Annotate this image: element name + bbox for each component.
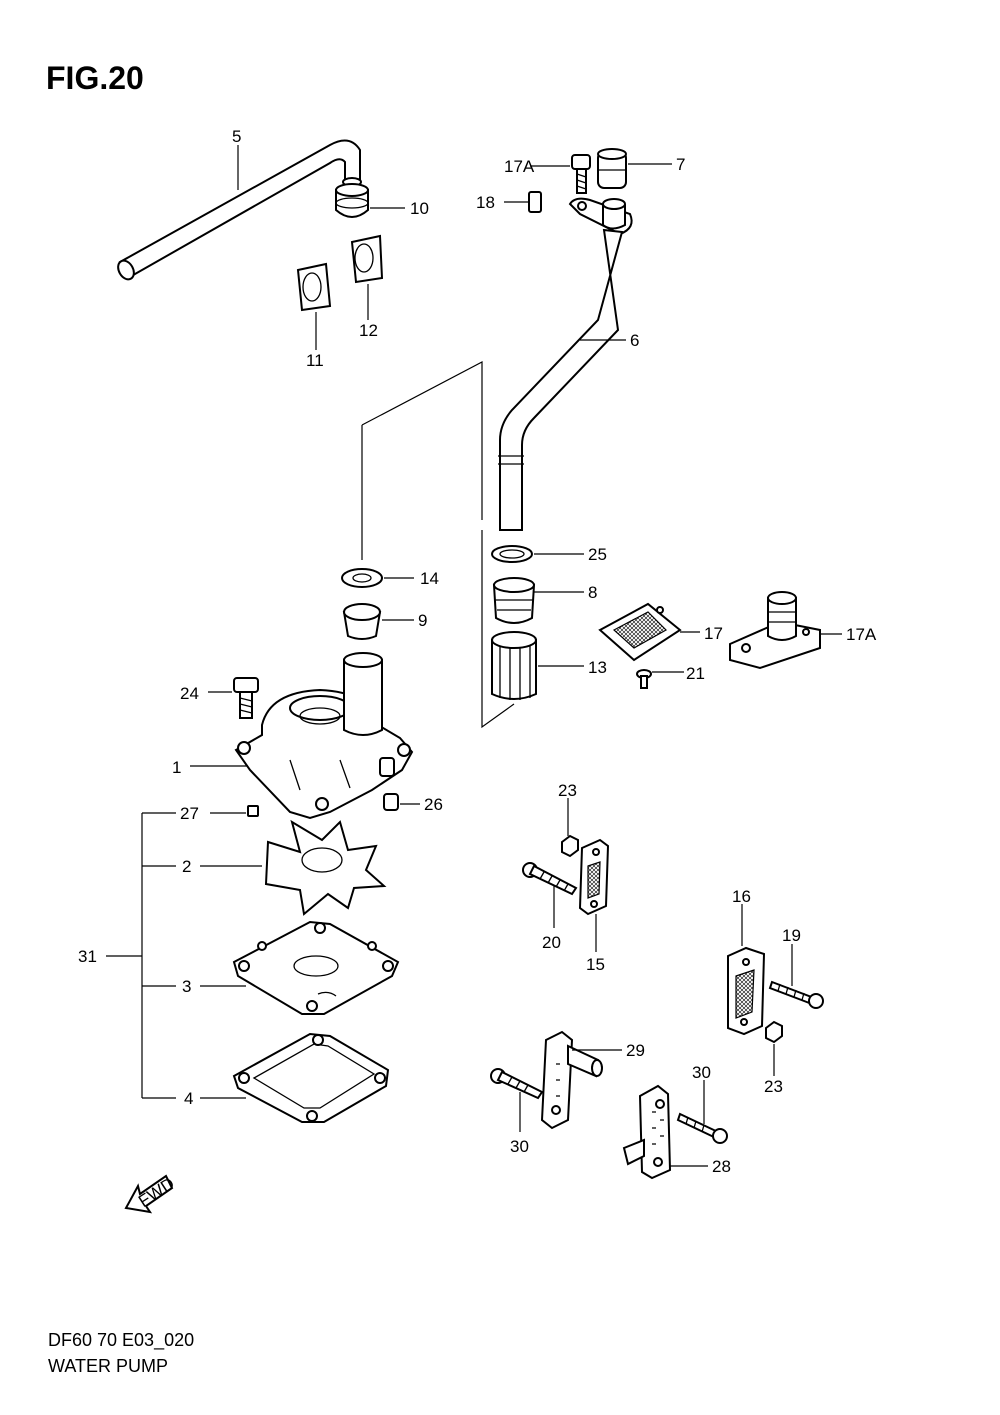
part-2-impeller — [264, 819, 387, 916]
callout-24: 24 — [180, 684, 199, 703]
part-30-screw-right — [676, 1112, 728, 1144]
callout-25: 25 — [588, 545, 607, 564]
fwd-arrow-icon: FWD — [124, 1174, 178, 1214]
part-30-screw-left — [490, 1068, 544, 1100]
part-12-clamp — [350, 234, 384, 284]
callout-22: 21 — [686, 664, 705, 683]
callout-29: 29 — [626, 1041, 645, 1060]
part-13-seal — [491, 631, 537, 700]
guide-line-14 — [361, 361, 483, 520]
callout-23-upper: 23 — [558, 781, 577, 800]
part-1-pump-case — [234, 652, 414, 820]
part-25-o-ring — [491, 545, 533, 563]
part-17a-cover — [729, 591, 821, 670]
callout-15: 15 — [586, 955, 605, 974]
part-17-plate — [598, 602, 682, 662]
callout-26: 26 — [424, 795, 443, 814]
callout-3: 3 — [182, 977, 191, 996]
part-6-water-tube — [498, 197, 633, 531]
callout-30-right: 30 — [692, 1063, 711, 1082]
part-29-anode — [540, 1030, 603, 1130]
callout-30-left: 30 — [510, 1137, 529, 1156]
callout-11: 11 — [306, 351, 324, 370]
callout-20: 19 — [782, 926, 801, 945]
callout-13: 13 — [588, 658, 607, 677]
part-9-seal — [342, 603, 382, 640]
callout-14: 14 — [420, 569, 439, 588]
callout-2: 2 — [182, 857, 191, 876]
part-23-nut-upper — [561, 834, 579, 858]
callout-31: 31 — [78, 947, 97, 966]
part-24-bolt — [233, 677, 259, 719]
part-15-anode — [578, 838, 610, 916]
callout-8: 8 — [588, 583, 597, 602]
part-28-anode — [622, 1084, 672, 1180]
part-18-bolt — [571, 154, 591, 194]
part-23-nut-lower — [765, 1020, 783, 1044]
callout-16: 16 — [732, 887, 751, 906]
part-27-key — [247, 805, 259, 817]
part-3-plate — [232, 920, 400, 1015]
part-19-pin — [528, 191, 542, 213]
part-11-clamp — [296, 262, 332, 312]
part-26-pin — [383, 793, 399, 811]
part-20-screw — [768, 980, 824, 1009]
callout-19: 18 — [476, 193, 495, 212]
callout-labels: 5 10 12 11 17A 7 18 6 25 8 13 14 9 17 21… — [78, 127, 877, 1176]
leader-lines — [106, 145, 842, 1167]
part-4-gasket — [232, 1032, 390, 1123]
part-10-grommet — [335, 183, 369, 218]
model-code: DF60 70 E03_020 — [48, 1330, 195, 1350]
callout-18: 17A — [504, 157, 535, 176]
callout-6: 6 — [630, 331, 639, 350]
callout-23-lower: 23 — [764, 1077, 783, 1096]
part-8-seal — [492, 577, 536, 624]
callout-7: 7 — [676, 155, 685, 174]
callout-17: 17 — [704, 624, 723, 643]
part-21-screw — [522, 862, 578, 896]
callout-12: 12 — [359, 321, 378, 340]
callout-10: 10 — [410, 199, 429, 218]
part-16-anode — [727, 946, 766, 1036]
callout-21: 20 — [542, 933, 561, 952]
callout-1: 1 — [172, 758, 181, 777]
part-14-washer — [341, 568, 383, 588]
callout-27: 27 — [180, 804, 199, 823]
callout-9: 9 — [418, 611, 427, 630]
callout-17a: 17A — [846, 625, 877, 644]
part-7-cap — [597, 148, 627, 189]
guide-line-13 — [481, 530, 515, 729]
callout-28: 28 — [712, 1157, 731, 1176]
callout-4: 4 — [184, 1089, 193, 1108]
callout-5: 5 — [232, 127, 241, 146]
part-22-screw — [636, 669, 652, 689]
figure-title: FIG.20 — [46, 60, 144, 96]
figure-name: WATER PUMP — [48, 1356, 168, 1376]
fwd-label: FWD — [135, 1174, 178, 1211]
